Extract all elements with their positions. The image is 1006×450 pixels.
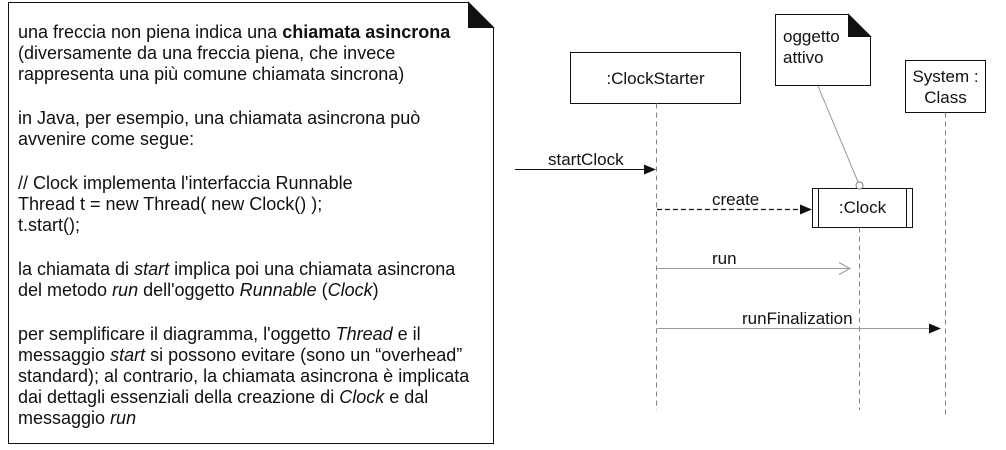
note-paragraph: una freccia non piena indica una chiamat… <box>18 22 469 85</box>
note-italic-term: start <box>110 345 146 365</box>
startclock-message-label: startClock <box>548 150 624 169</box>
note-italic-term: run <box>112 280 139 300</box>
active-object-note-border <box>775 14 871 86</box>
note-text-segment: standard); al contrario, la chiamata asi… <box>18 366 470 386</box>
note-text-segment: una freccia non piena indica una <box>18 22 283 42</box>
note-text-segment: si possono evitare (sono un “overhead” <box>145 345 463 365</box>
system-class-object-box <box>905 60 986 113</box>
note-text-segment: messaggio <box>18 345 111 365</box>
note-line: una freccia non piena indica una chiamat… <box>18 22 469 43</box>
note-text-segment: del metodo <box>18 280 113 300</box>
note-italic-term: start <box>134 259 170 279</box>
explanation-note-text: una freccia non piena indica una chiamat… <box>18 22 469 429</box>
create-message-label: create <box>712 190 759 209</box>
note-text-segment: avvenire come segue: <box>18 129 195 149</box>
startclock-message: startClock <box>515 150 656 175</box>
note-line: rappresenta una più comune chiamata sinc… <box>18 64 469 85</box>
active-object-note-fold-corner <box>848 13 872 37</box>
note-text-segment: e dal <box>384 387 429 407</box>
active-object-note-line-1: oggetto <box>783 27 840 46</box>
clockstarter-object-label: :ClockStarter <box>606 69 705 88</box>
note-text-segment: in Java, per esempio, una chiamata asinc… <box>18 108 421 128</box>
explanation-note-fold-corner <box>468 1 495 28</box>
runfinalization-arrowhead <box>929 323 941 334</box>
clock-object-box <box>812 188 913 228</box>
note-text-segment: ) <box>372 280 379 300</box>
note-paragraph: in Java, per esempio, una chiamata asinc… <box>18 108 469 150</box>
runfinalization-message: runFinalization <box>657 309 941 334</box>
note-text-segment: implica poi una chiamata asincrona <box>169 259 456 279</box>
active-object-note-line-2: attivo <box>783 48 824 67</box>
note-line: del metodo run dell'oggetto Runnable (Cl… <box>18 280 469 301</box>
note-text-segment: ( <box>316 280 328 300</box>
create-message: create <box>657 190 812 215</box>
system-class-object: System : Class <box>905 60 986 113</box>
note-line: la chiamata di start implica poi una chi… <box>18 259 469 280</box>
note-code-line: t.start(); <box>18 215 469 236</box>
system-class-label-line-2: Class <box>924 88 967 107</box>
active-object-note-connector <box>817 85 859 183</box>
note-line: messaggio start si possono evitare (sono… <box>18 345 469 366</box>
note-text-segment: per semplificare il diagramma, l'oggetto <box>18 324 336 344</box>
active-object-note-anchor <box>855 181 864 190</box>
run-message: run <box>657 249 852 275</box>
note-text-segment: la chiamata di <box>18 259 135 279</box>
explanation-note <box>8 1 495 444</box>
note-paragraph: per semplificare il diagramma, l'oggetto… <box>18 324 469 429</box>
run-open-arrowhead <box>838 262 852 275</box>
note-text-segment: dai dettagli essenziali della creazione … <box>18 387 340 407</box>
clockstarter-object-box <box>570 52 741 104</box>
note-line: in Java, per esempio, una chiamata asinc… <box>18 108 469 129</box>
note-code-line: // Clock implementa l'interfaccia Runnab… <box>18 173 469 194</box>
system-class-label-line-1: System : <box>912 67 978 86</box>
note-text-segment: t.start(); <box>18 215 80 235</box>
note-line: avvenire come segue: <box>18 129 469 150</box>
run-message-label: run <box>712 249 737 268</box>
clock-object-label: :Clock <box>839 198 887 217</box>
startclock-arrowhead <box>644 164 656 175</box>
active-object-note: oggetto attivo <box>775 13 872 86</box>
note-line: (diversamente da una freccia piena, che … <box>18 43 469 64</box>
note-text-segment: rappresenta una più comune chiamata sinc… <box>18 64 405 84</box>
clock-active-object: :Clock <box>812 188 913 228</box>
note-text-segment: messaggio <box>18 408 111 428</box>
clockstarter-object: :ClockStarter <box>570 52 741 104</box>
note-code-line: Thread t = new Thread( new Clock() ); <box>18 194 469 215</box>
note-text-segment: // Clock implementa l'interfaccia Runnab… <box>18 173 353 193</box>
note-italic-term: run <box>110 408 137 428</box>
note-text-segment: (diversamente da una freccia piena, che … <box>18 43 396 63</box>
note-text-segment: dell'oggetto <box>138 280 240 300</box>
note-line: per semplificare il diagramma, l'oggetto… <box>18 324 469 345</box>
note-paragraph: la chiamata di start implica poi una chi… <box>18 259 469 301</box>
note-line: standard); al contrario, la chiamata asi… <box>18 366 469 387</box>
note-line: dai dettagli essenziali della creazione … <box>18 387 469 408</box>
note-italic-term: Runnable <box>239 280 317 300</box>
note-text-segment: e il <box>392 324 421 344</box>
note-italic-term: Clock <box>327 280 373 300</box>
note-italic-term: Thread <box>335 324 393 344</box>
runfinalization-message-label: runFinalization <box>742 309 853 328</box>
note-text-segment: Thread t = new Thread( new Clock() ); <box>18 194 323 214</box>
note-bold-term: chiamata asincrona <box>282 22 451 42</box>
explanation-note-border <box>8 2 494 444</box>
create-arrowhead <box>800 204 812 215</box>
note-italic-term: Clock <box>339 387 385 407</box>
note-code-paragraph: // Clock implementa l'interfaccia Runnab… <box>18 173 469 236</box>
note-line: messaggio run <box>18 408 469 429</box>
